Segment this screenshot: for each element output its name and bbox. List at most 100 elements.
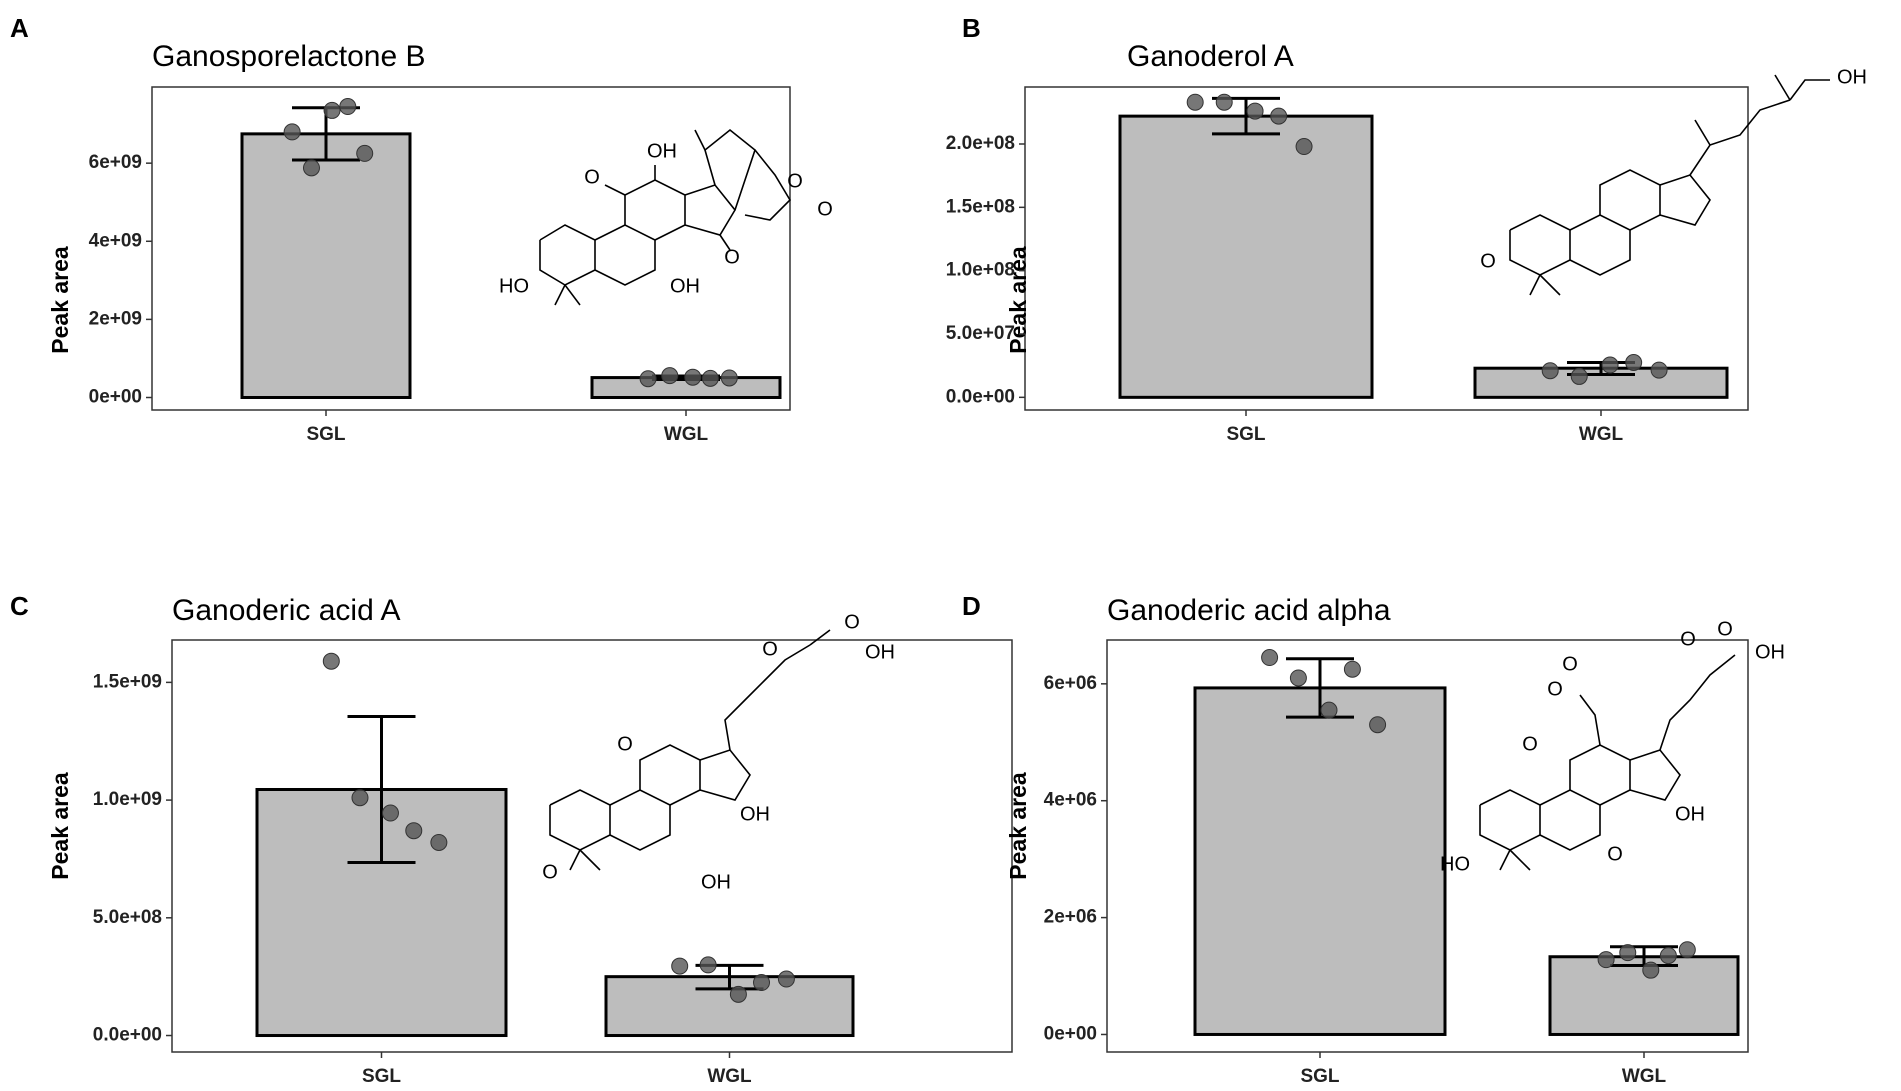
- x-tick-label: SGL: [362, 1066, 401, 1087]
- data-point: [1619, 944, 1637, 962]
- bond: [554, 284, 566, 306]
- y-tick-label: 0e+00: [1044, 1023, 1097, 1044]
- data-point: [1678, 941, 1696, 959]
- data-point: [1270, 107, 1288, 125]
- data-point: [1215, 93, 1233, 111]
- data-point: [405, 822, 423, 840]
- atom-label: O: [1717, 618, 1733, 640]
- y-tick-label: 0e+00: [89, 387, 142, 408]
- bond: [1789, 79, 1830, 101]
- data-point: [1601, 356, 1619, 374]
- data-point: [753, 974, 771, 992]
- atom-label: O: [724, 246, 740, 268]
- atom-label: OH: [647, 140, 677, 162]
- data-point: [322, 652, 340, 670]
- panel-letter: B: [962, 13, 981, 43]
- y-tick-label: 2e+06: [1044, 907, 1097, 928]
- data-point: [1659, 947, 1677, 965]
- bar-sgl: [1193, 686, 1447, 1036]
- panel-letter: C: [10, 591, 29, 621]
- bond: [579, 849, 601, 871]
- data-point: [430, 833, 448, 851]
- data-point: [302, 159, 320, 177]
- bond: [1479, 789, 1541, 851]
- data-point: [1597, 951, 1615, 969]
- data-point: [1289, 669, 1307, 687]
- atom-label: O: [1607, 843, 1623, 865]
- atom-label: O: [584, 166, 600, 188]
- bond: [1539, 274, 1561, 296]
- bond: [1529, 274, 1541, 296]
- bond: [1629, 749, 1681, 801]
- atom-label: O: [1562, 653, 1578, 675]
- atom-label: O: [542, 861, 558, 883]
- atom-label: O: [1680, 628, 1696, 650]
- data-point: [1186, 93, 1204, 111]
- atom-label: HO: [1440, 853, 1470, 875]
- y-tick-label: 0.0e+00: [946, 386, 1015, 407]
- bond: [694, 129, 706, 151]
- bond: [1659, 654, 1736, 751]
- data-point: [1246, 102, 1264, 120]
- bond: [1774, 74, 1791, 101]
- atom-label: OH: [1755, 641, 1785, 663]
- bond: [1689, 99, 1791, 176]
- bond: [704, 128, 756, 211]
- bond: [1509, 849, 1531, 871]
- panel-letter: D: [962, 591, 981, 621]
- bond: [744, 149, 792, 221]
- bond: [1539, 789, 1601, 851]
- y-axis-label: Peak area: [1005, 246, 1031, 354]
- bond: [549, 789, 611, 851]
- y-axis-label: Peak area: [1005, 772, 1031, 880]
- data-point: [1320, 701, 1338, 719]
- y-tick-label: 2.0e+08: [946, 133, 1015, 154]
- data-point: [777, 970, 795, 988]
- bond: [1569, 214, 1631, 276]
- bond: [699, 749, 751, 801]
- atom-label: OH: [701, 871, 731, 893]
- x-tick-label: WGL: [664, 424, 709, 445]
- bond: [639, 744, 701, 806]
- data-point: [1295, 138, 1313, 156]
- data-point: [639, 370, 657, 388]
- data-point: [351, 789, 369, 807]
- bond: [719, 234, 731, 251]
- data-point: [1541, 362, 1559, 380]
- bar-sgl: [240, 132, 412, 400]
- data-point: [699, 956, 717, 974]
- bond: [609, 789, 671, 851]
- y-tick-label: 1.0e+09: [93, 789, 162, 810]
- bond: [1694, 119, 1711, 146]
- data-point: [323, 101, 341, 119]
- data-point: [701, 369, 719, 387]
- panel-letter: A: [10, 13, 29, 43]
- atom-label: O: [844, 611, 860, 633]
- x-tick-label: SGL: [306, 424, 345, 445]
- bond: [539, 224, 596, 286]
- data-point: [1642, 961, 1660, 979]
- data-point: [684, 368, 702, 386]
- bond: [1569, 744, 1631, 806]
- plot-frame: [151, 86, 791, 411]
- bond: [569, 849, 581, 871]
- data-point: [1343, 660, 1361, 678]
- panel-title: Ganosporelactone B: [152, 40, 426, 73]
- y-tick-label: 5.0e+07: [946, 323, 1015, 344]
- data-point: [1261, 649, 1279, 667]
- y-axis-label: Peak area: [47, 246, 73, 354]
- atom-label: O: [1547, 678, 1563, 700]
- atom-label: O: [817, 198, 833, 220]
- y-tick-label: 6e+09: [89, 152, 142, 173]
- panel-title: Ganoderic acid alpha: [1107, 594, 1391, 627]
- bond: [724, 644, 811, 751]
- bond: [624, 179, 686, 241]
- atom-label: O: [787, 170, 803, 192]
- atom-label: HO: [499, 275, 529, 297]
- bond: [1659, 174, 1711, 226]
- y-tick-label: 5.0e+08: [93, 907, 162, 928]
- data-point: [1570, 367, 1588, 385]
